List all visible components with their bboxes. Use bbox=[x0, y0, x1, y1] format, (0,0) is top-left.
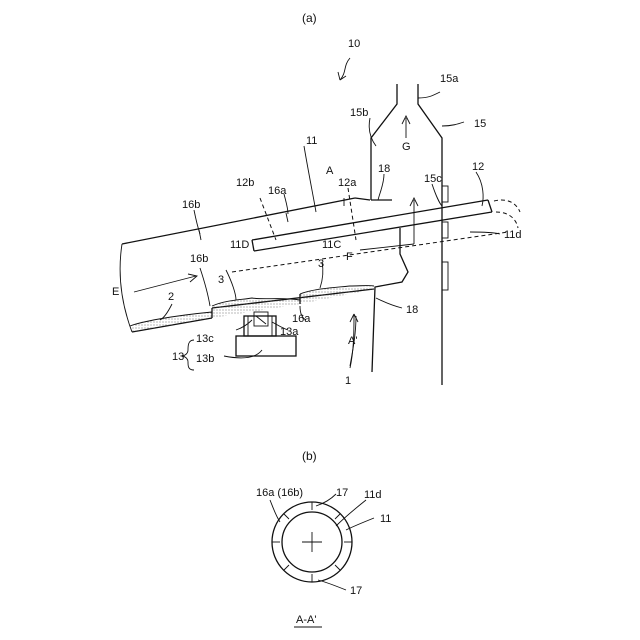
label-a-prime: A' bbox=[348, 335, 357, 347]
label-11d-left: 11D bbox=[230, 239, 249, 251]
label-17-top: 17 bbox=[336, 487, 348, 499]
label-16a-bottom: 16a bbox=[292, 313, 311, 325]
leader-lines bbox=[160, 92, 500, 370]
label-e: E bbox=[112, 286, 119, 298]
label-16b-top: 16b bbox=[182, 199, 200, 211]
label-17-bottom: 17 bbox=[350, 585, 362, 597]
label-13c: 13c bbox=[196, 333, 214, 345]
label-15a: 15a bbox=[440, 73, 459, 85]
label-12b: 12b bbox=[236, 177, 254, 189]
label-2: 2 bbox=[168, 291, 174, 303]
flow-arrow-e bbox=[134, 274, 197, 292]
label-a: A bbox=[326, 165, 334, 177]
label-10: 10 bbox=[348, 38, 360, 50]
caption-a: (a) bbox=[302, 11, 317, 25]
label-16b-inner: 16b bbox=[190, 253, 208, 265]
label-f: F bbox=[346, 251, 353, 263]
label-13: 13 bbox=[172, 351, 184, 363]
label-11c: 11C bbox=[322, 239, 341, 251]
label-12: 12 bbox=[472, 161, 484, 173]
label-g: G bbox=[402, 141, 411, 153]
label-3-right: 3 bbox=[318, 258, 324, 270]
deposits bbox=[130, 286, 374, 332]
caption-b: (b) bbox=[302, 449, 317, 463]
label-12a: 12a bbox=[338, 177, 357, 189]
label-13b: 13b bbox=[196, 353, 214, 365]
label-13a: 13a bbox=[280, 326, 299, 338]
section-title: A-A' bbox=[296, 614, 316, 626]
label-16a-16b: 16a (16b) bbox=[256, 487, 303, 499]
label-1: 1 bbox=[345, 375, 351, 387]
label-15: 15 bbox=[474, 118, 486, 130]
label-11d: 11d bbox=[364, 489, 382, 501]
assembly-arrow bbox=[338, 58, 350, 80]
label-11-b: 11 bbox=[380, 513, 391, 525]
label-11d-right: 11d bbox=[504, 229, 522, 241]
label-16a-top: 16a bbox=[268, 185, 287, 197]
label-15c: 15c bbox=[424, 173, 442, 185]
label-18-top: 18 bbox=[378, 163, 390, 175]
label-3-left: 3 bbox=[218, 274, 224, 286]
label-18-bottom: 18 bbox=[406, 304, 418, 316]
exhaust-hood bbox=[371, 84, 448, 385]
label-15b: 15b bbox=[350, 107, 368, 119]
label-11: 11 bbox=[306, 135, 317, 147]
cross-section bbox=[270, 494, 374, 590]
